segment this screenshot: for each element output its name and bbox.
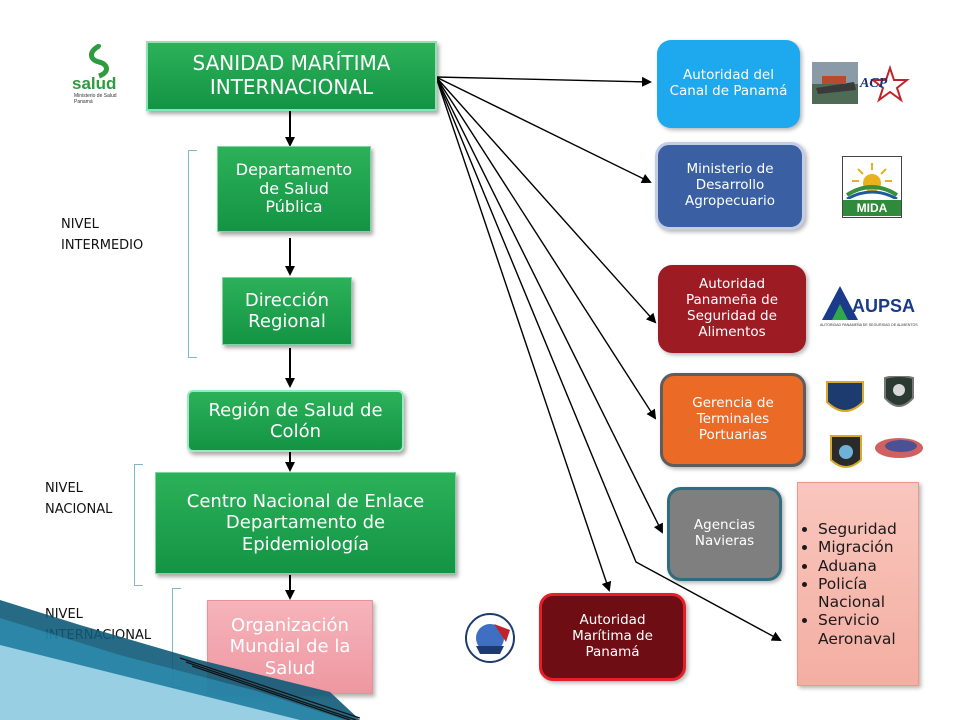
gerencia-box: Gerencia de Terminales Portuarias <box>660 373 806 467</box>
corner-decoration <box>0 600 360 720</box>
aupsa-logo: AUPSA AUTORIDAD PANAMEÑA DE SEGURIDAD DE… <box>820 282 920 332</box>
amp-box: Autoridad Marítima de Panamá <box>539 593 686 681</box>
arrow-to-amp <box>435 76 612 592</box>
security-shields-icon <box>826 376 923 468</box>
security-item: Seguridad <box>818 520 914 538</box>
direccion-regional-text: Dirección Regional <box>244 289 330 332</box>
security-list-box: Seguridad Migración Aduana Policía Nacio… <box>797 482 919 686</box>
arrow-to-acp <box>435 76 652 87</box>
bracket-intermedio <box>188 150 197 358</box>
security-item: Servicio Aeronaval <box>818 611 914 648</box>
arrow-to-mida <box>435 76 652 183</box>
direccion-regional-box: Dirección Regional <box>222 277 352 345</box>
aupsa-logo-sub: AUTORIDAD PANAMEÑA DE SEGURIDAD DE ALIME… <box>820 323 918 327</box>
aupsa-mountain-icon <box>822 286 858 320</box>
departamento-salud-box: Departamento de Salud Pública <box>217 146 371 232</box>
amp-emblem-icon <box>465 613 515 663</box>
mida-logo-text: MIDA <box>843 200 901 216</box>
acp-text: Autoridad del Canal de Panamá <box>669 67 788 99</box>
arrow-to-navieras <box>435 76 663 534</box>
arrow-to-gerencia <box>435 76 657 420</box>
mida-logo: MIDA <box>842 156 902 218</box>
mida-box: Ministerio de Desarrollo Agropecuario <box>655 142 805 230</box>
aupsa-text: Autoridad Panameña de Seguridad de Alime… <box>685 276 779 340</box>
amp-text: Autoridad Marítima de Panamá <box>572 612 653 660</box>
region-salud-box: Región de Salud de Colón <box>187 390 404 452</box>
centro-nacional-box: Centro Nacional de Enlace Departamento d… <box>155 472 456 574</box>
mida-sun-icon <box>845 163 899 201</box>
label-nivel-nacional: NIVEL NACIONAL <box>45 481 113 518</box>
navieras-text: Agencias Navieras <box>693 517 756 549</box>
acp-logo: ACP <box>812 62 922 106</box>
gerencia-text: Gerencia de Terminales Portuarias <box>692 395 774 443</box>
aupsa-logo-text: AUPSA <box>852 296 916 316</box>
oms-text: Organización Mundial de la Salud <box>229 615 351 679</box>
salud-logo-word: salud <box>72 74 117 93</box>
departamento-salud-text: Departamento de Salud Pública <box>235 159 353 217</box>
salud-logo-sub: Ministerio de Salud Panamá <box>74 93 117 105</box>
ship-photo-icon <box>812 62 910 104</box>
mida-text: Ministerio de Desarrollo Agropecuario <box>684 161 775 209</box>
sanidad-maritima-box: SANIDAD MARÍTIMA INTERNACIONAL <box>146 41 437 111</box>
acp-logo-text: ACP <box>860 76 888 91</box>
salud-logo-icon <box>89 43 109 79</box>
acp-box: Autoridad del Canal de Panamá <box>657 40 800 128</box>
aupsa-box: Autoridad Panameña de Seguridad de Alime… <box>658 265 806 353</box>
region-salud-text: Región de Salud de Colón <box>208 399 383 442</box>
security-list: Seguridad Migración Aduana Policía Nacio… <box>802 520 914 648</box>
centro-nacional-text: Centro Nacional de Enlace Departamento d… <box>186 491 425 555</box>
navieras-box: Agencias Navieras <box>667 487 782 581</box>
security-item: Policía Nacional <box>818 575 914 612</box>
bracket-nacional <box>134 464 143 586</box>
arrow-to-aupsa <box>435 76 657 324</box>
security-item: Migración <box>818 538 914 556</box>
security-item: Aduana <box>818 557 914 575</box>
sanidad-maritima-text: SANIDAD MARÍTIMA INTERNACIONAL <box>192 51 391 99</box>
label-nivel-intermedio: NIVEL INTERMEDIO <box>61 217 144 254</box>
arrow-to-security <box>435 76 782 641</box>
salud-logo: salud Ministerio de Salud Panamá <box>68 43 130 106</box>
